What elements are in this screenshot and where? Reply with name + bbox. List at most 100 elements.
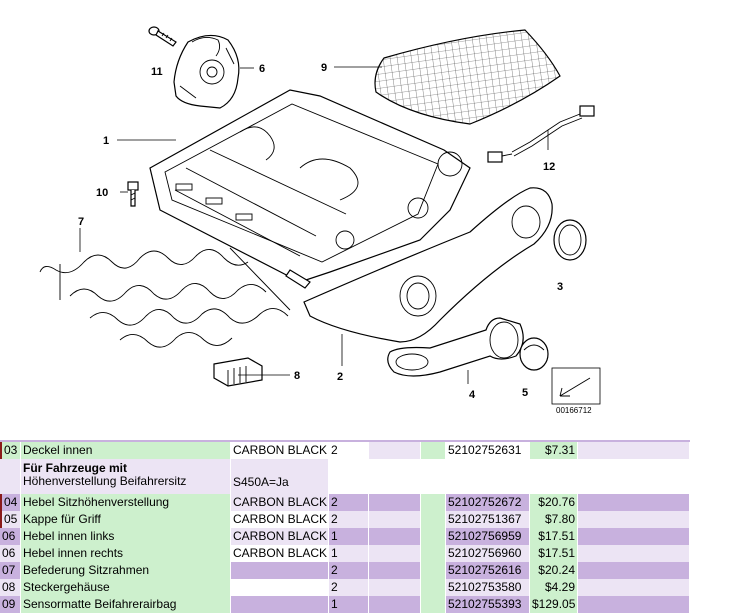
part-7-springs (39, 247, 291, 348)
row-color: CARBON BLACK (231, 528, 329, 545)
row-description: Steckergehäuse (21, 579, 231, 596)
row-quantity: 2 (329, 442, 369, 459)
row-color (231, 579, 329, 596)
row-color (231, 562, 329, 579)
row-description: Kappe für Griff (21, 511, 231, 528)
parts-exploded-diagram: 1 2 3 4 5 6 7 8 9 10 11 12 00166712 (39, 26, 601, 415)
row-empty-cell (421, 596, 446, 613)
callout-12: 12 (543, 161, 555, 173)
reference-box (551, 367, 601, 405)
row-empty-cell (578, 562, 690, 579)
row-price: $20.24 (530, 562, 578, 579)
row-price (530, 459, 578, 494)
row-index: 09 (0, 596, 21, 613)
callout-2: 2 (337, 371, 343, 383)
row-quantity: 2 (329, 494, 369, 511)
callout-8: 8 (294, 370, 300, 382)
part-6-cover (173, 34, 240, 109)
note-line-2: Höhenverstellung Beifahrersitz (23, 474, 187, 488)
callout-5: 5 (522, 387, 528, 399)
part-11-bolt (148, 26, 177, 47)
row-index: 07 (0, 562, 21, 579)
row-empty-cell (421, 545, 446, 562)
row-empty-cell (421, 459, 446, 494)
table-top-border (0, 440, 690, 442)
row-price: $129.05 (530, 596, 578, 613)
row-quantity: 1 (329, 528, 369, 545)
part-8-connector (213, 357, 263, 387)
part-10-bolt (127, 181, 139, 207)
callout-9: 9 (321, 62, 327, 74)
row-price: $20.76 (530, 494, 578, 511)
table-row[interactable]: 03 Deckel innen CARBON BLACK 2 521027526… (0, 442, 690, 459)
callout-10: 10 (96, 187, 108, 199)
row-price: $7.80 (530, 511, 578, 528)
row-description: Hebel Sitzhöhenverstellung (21, 494, 231, 511)
row-price: $17.51 (530, 545, 578, 562)
part-12-cable (487, 105, 595, 163)
row-empty-cell (369, 579, 421, 596)
callout-1: 1 (103, 135, 109, 147)
row-index: 03 (0, 442, 21, 459)
part-9-sensor-mat (374, 29, 561, 125)
row-price: $7.31 (530, 442, 578, 459)
row-empty-cell (369, 494, 421, 511)
row-description: Sensormatte Beifahrerairbag (21, 596, 231, 613)
row-empty-cell (421, 494, 446, 511)
row-empty-cell (578, 511, 690, 528)
row-empty-cell (578, 494, 690, 511)
row-color: CARBON BLACK (231, 442, 329, 459)
table-row[interactable]: 09 Sensormatte Beifahrerairbag 1 5210275… (0, 596, 690, 613)
row-quantity: 1 (329, 596, 369, 613)
row-empty-cell (421, 442, 446, 459)
row-color: CARBON BLACK (231, 494, 329, 511)
row-index: 04 (0, 494, 21, 511)
table-row[interactable]: 08 Steckergehäuse 2 52102753580 $4.29 (0, 579, 690, 596)
row-empty-cell (369, 528, 421, 545)
table-row[interactable]: 06 Hebel innen rechts CARBON BLACK 1 521… (0, 545, 690, 562)
row-empty-cell (421, 511, 446, 528)
row-quantity: 2 (329, 579, 369, 596)
row-index: 08 (0, 579, 21, 596)
row-part-number: 52102756960 (446, 545, 530, 562)
row-part-number: 52102752616 (446, 562, 530, 579)
row-empty-cell (369, 562, 421, 579)
row-description: Hebel innen links (21, 528, 231, 545)
row-price: $17.51 (530, 528, 578, 545)
row-quantity: 2 (329, 511, 369, 528)
table-row[interactable]: 05 Kappe für Griff CARBON BLACK 2 521027… (0, 511, 690, 528)
row-quantity (329, 459, 369, 494)
row-price: $4.29 (530, 579, 578, 596)
table-row-note[interactable]: Für Fahrzeuge mit Höhenverstellung Beifa… (0, 459, 690, 494)
row-description: Deckel innen (21, 442, 231, 459)
row-index: 05 (0, 511, 21, 528)
row-empty-cell (421, 579, 446, 596)
callout-11: 11 (151, 66, 163, 78)
part-5-cap (519, 337, 549, 371)
part-4-lever (387, 317, 524, 377)
row-quantity: 1 (329, 545, 369, 562)
callout-3: 3 (557, 281, 563, 293)
row-empty-cell (369, 511, 421, 528)
row-empty-cell (578, 545, 690, 562)
table-row[interactable]: 04 Hebel Sitzhöhenverstellung CARBON BLA… (0, 494, 690, 511)
row-part-number: 52102751367 (446, 511, 530, 528)
table-row[interactable]: 06 Hebel innen links CARBON BLACK 1 5210… (0, 528, 690, 545)
row-empty-cell (369, 545, 421, 562)
table-row[interactable]: 07 Befederung Sitzrahmen 2 52102752616 $… (0, 562, 690, 579)
part-3-cover-disc (553, 219, 587, 261)
row-empty-cell (421, 528, 446, 545)
row-empty-cell (369, 442, 421, 459)
row-description: Befederung Sitzrahmen (21, 562, 231, 579)
diagram-reference-code: 00166712 (556, 406, 592, 415)
row-empty-cell (578, 579, 690, 596)
row-part-number: 52102752672 (446, 494, 530, 511)
row-part-number: 52102753580 (446, 579, 530, 596)
row-index: 06 (0, 528, 21, 545)
row-part-number: 52102756959 (446, 528, 530, 545)
row-empty-cell (578, 442, 690, 459)
row-color (231, 596, 329, 613)
parts-table: 03 Deckel innen CARBON BLACK 2 521027526… (0, 442, 690, 614)
row-color: CARBON BLACK (231, 545, 329, 562)
part-1-seat-frame (149, 89, 471, 289)
